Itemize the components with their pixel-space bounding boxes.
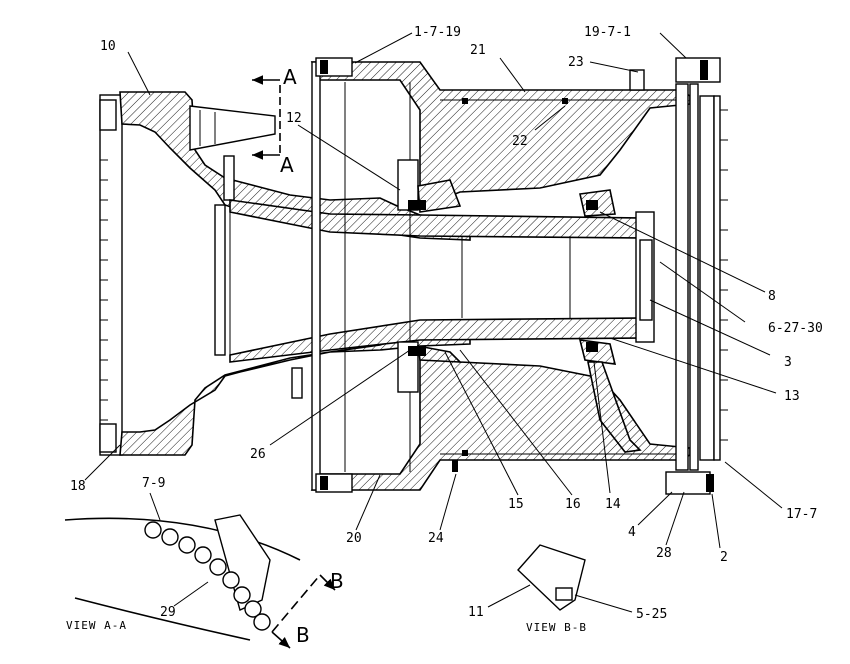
label-5-25: 5-25 [636,607,667,622]
section-b-top-label: B [330,569,344,593]
bolt-top-left [315,57,353,77]
housing [310,61,691,491]
label-15: 15 [508,497,524,512]
label-23: 23 [568,55,584,70]
section-a-bottom-label: A [280,153,294,177]
tapered-pin [189,105,276,151]
bolt-bottom-left [315,473,353,493]
bearings [397,159,642,453]
label-19-7-1: 19-7-1 [584,25,631,40]
view-a-a-caption: VIEW A-A [66,619,127,632]
label-12: 12 [286,111,302,126]
view-b-b-detail: VIEW B-B [517,544,587,634]
stud-circles [144,521,271,631]
section-a-top-label: A [283,65,297,89]
label-13: 13 [784,389,800,404]
label-18: 18 [70,479,86,494]
label-10: 10 [100,39,116,54]
label-4: 4 [628,525,636,540]
label-6-27-30: 6-27-30 [768,321,823,336]
label-3: 3 [784,355,792,370]
view-b-b-caption: VIEW B-B [526,621,587,634]
view-a-a-detail: B B VIEW A-A [64,514,344,649]
label-16: 16 [565,497,581,512]
section-a-marker: A A [252,65,297,177]
label-26: 26 [250,447,266,462]
label-20: 20 [346,531,362,546]
part-labels: 10 1-7-19 19-7-1 21 23 12 22 8 6-27-30 3… [70,25,823,622]
section-b-bottom-label: B [296,623,310,647]
label-7-9: 7-9 [142,476,165,491]
label-14: 14 [605,497,621,512]
leader-lines [84,32,783,613]
label-21: 21 [470,43,486,58]
label-24: 24 [428,531,444,546]
bolts [315,57,721,495]
bolt-top-right [675,57,721,83]
spindle [229,199,655,363]
label-11: 11 [468,605,484,620]
label-22: 22 [512,134,528,149]
label-17-7: 17-7 [786,507,817,522]
bolt-bottom-right [665,471,714,495]
label-2: 2 [720,550,728,565]
right-cover [675,83,728,471]
label-8: 8 [768,289,776,304]
hub-flange [99,91,471,456]
label-29: 29 [160,605,176,620]
flange-teeth [99,94,123,456]
label-28: 28 [656,546,672,561]
label-1-7-19: 1-7-19 [414,25,461,40]
flange-tooth-marks [100,159,108,421]
